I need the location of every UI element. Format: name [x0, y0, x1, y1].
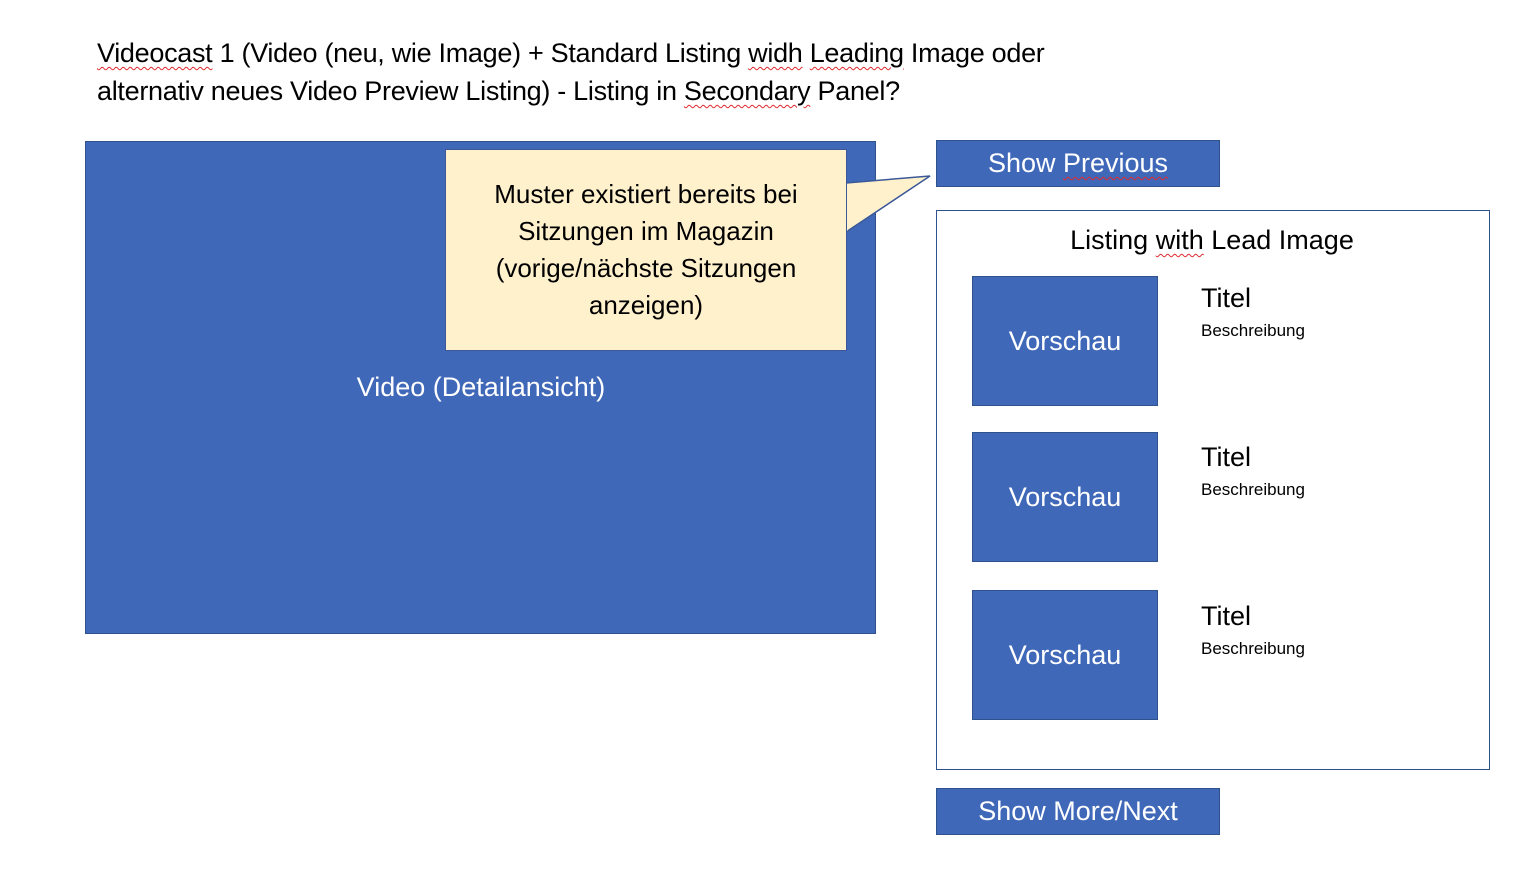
item-title[interactable]: Titel: [1201, 442, 1252, 472]
item-description: Beschreibung: [1201, 639, 1305, 658]
item-title[interactable]: Titel: [1201, 601, 1252, 631]
heading-line-2: alternativ neues Video Preview Listing) …: [97, 76, 900, 106]
video-label: Video (Detailansicht): [356, 372, 606, 402]
preview-thumbnail[interactable]: Vorschau: [972, 432, 1158, 562]
show-more-next-button[interactable]: Show More/Next: [936, 788, 1220, 835]
item-description: Beschreibung: [1201, 321, 1305, 340]
listing-panel: Listing with Lead Image Vorschau Titel B…: [936, 210, 1490, 770]
heading-line-1: Videocast 1 (Video (neu, wie Image) + St…: [97, 38, 1045, 68]
callout-text: Muster existiert bereits bei Sitzungen i…: [494, 179, 798, 320]
preview-thumbnail[interactable]: Vorschau: [972, 276, 1158, 406]
preview-thumbnail[interactable]: Vorschau: [972, 590, 1158, 720]
page-heading: Videocast 1 (Video (neu, wie Image) + St…: [97, 34, 1197, 110]
item-title[interactable]: Titel: [1201, 283, 1252, 313]
show-previous-button[interactable]: Show Previous: [936, 140, 1220, 187]
listing-title: Listing with Lead Image: [1070, 225, 1354, 255]
callout-note: Muster existiert bereits bei Sitzungen i…: [445, 149, 847, 351]
item-description: Beschreibung: [1201, 480, 1305, 499]
